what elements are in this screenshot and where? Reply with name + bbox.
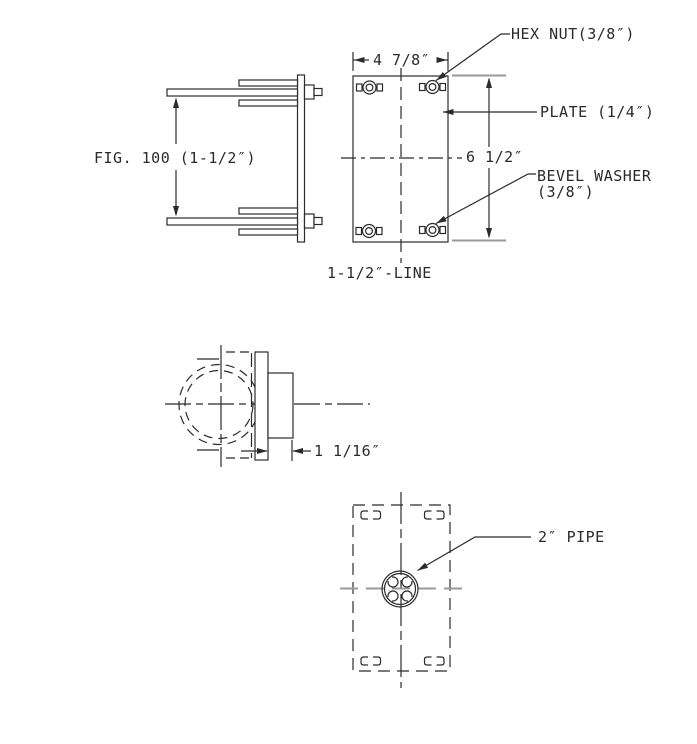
nut-washer-bottom-right (418, 222, 447, 238)
slot-top-left (360, 510, 382, 520)
jaw-arc-nw (387, 576, 399, 588)
plate-callout: PLATE (1/4″) (443, 103, 654, 121)
hex-nut-label: HEX NUT(3/8″) (511, 25, 635, 43)
leader-arrow-icon (436, 72, 447, 81)
plate-height-text: 6 1/2″ (466, 148, 523, 166)
arrow-left-icon (354, 57, 365, 63)
bottom-short-bar-lower (238, 228, 299, 236)
jaw-arc-se (401, 590, 413, 602)
side-elevation-view: FIG. 100 (1-1/2″) (94, 74, 323, 243)
top-short-bar-lower (238, 99, 299, 107)
line-size-label: 1-1/2″-LINE (327, 264, 432, 282)
bevel-washer-label-line1: BEVEL WASHER (537, 167, 652, 185)
fig-dimension: FIG. 100 (1-1/2″) (94, 97, 256, 217)
hex-bolt-top (303, 84, 323, 100)
slot-top-right (423, 510, 445, 520)
jaw-arc-sw (387, 590, 399, 602)
plate-width-text: 4 7/8″ (373, 51, 430, 69)
plate-front-view: 4 7/8″ 6 1/2″ HEX NUT(3/8″) PLATE (1/4″) (327, 25, 654, 282)
plate-edge-section (254, 351, 269, 461)
pipe-cross-section (381, 570, 419, 608)
nut-washer-top-left (355, 80, 384, 95)
leader-arrow-icon (443, 109, 454, 115)
plate-outline (352, 75, 449, 243)
pipe-callout: 2″ PIPE (417, 528, 605, 572)
plate-label: PLATE (1/4″) (540, 103, 654, 121)
plate-width-dimension: 4 7/8″ (352, 51, 449, 71)
leader-arrow-icon (436, 215, 447, 224)
top-short-bar-upper (238, 79, 299, 87)
bottom-short-bar-upper (238, 207, 299, 215)
fig-label: FIG. 100 (1-1/2″) (94, 149, 256, 167)
arrow-down-icon (173, 206, 179, 217)
leader-arrow-icon (417, 562, 429, 571)
clamp-plate-edge (296, 74, 306, 243)
boss-depth-text: 1 1/16″ (314, 442, 381, 460)
arrow-right-icon (257, 448, 268, 454)
bottom-clamp-rod (166, 217, 299, 226)
arrow-up-icon (486, 77, 492, 88)
slot-bottom-right (423, 656, 445, 666)
arrow-right-icon (436, 57, 447, 63)
boss-depth-dimension: 1 1/16″ (241, 440, 381, 461)
arrow-left-icon (292, 448, 303, 454)
slot-bottom-left (360, 656, 382, 666)
arrow-up-icon (173, 97, 179, 108)
top-clamp-rod (166, 88, 299, 97)
hex-bolt-bottom (303, 213, 323, 229)
nut-washer-top-right (418, 79, 447, 95)
section-view: 1 1/16″ (165, 345, 381, 467)
bevel-washer-label-line2: (3/8″) (537, 183, 594, 201)
nut-washer-bottom-left (355, 223, 383, 239)
plan-view: 2″ PIPE (340, 492, 605, 688)
pipe-label: 2″ PIPE (538, 528, 605, 546)
hex-nut-callout: HEX NUT(3/8″) (435, 25, 635, 81)
arrow-down-icon (486, 228, 492, 239)
bevel-washer-callout: BEVEL WASHER (3/8″) (435, 167, 652, 225)
pipe-hidden-circle-inner (184, 369, 254, 440)
boss-section (267, 372, 294, 439)
plate-height-dimension: 6 1/2″ (452, 74, 523, 242)
jaw-arc-ne (401, 576, 413, 588)
